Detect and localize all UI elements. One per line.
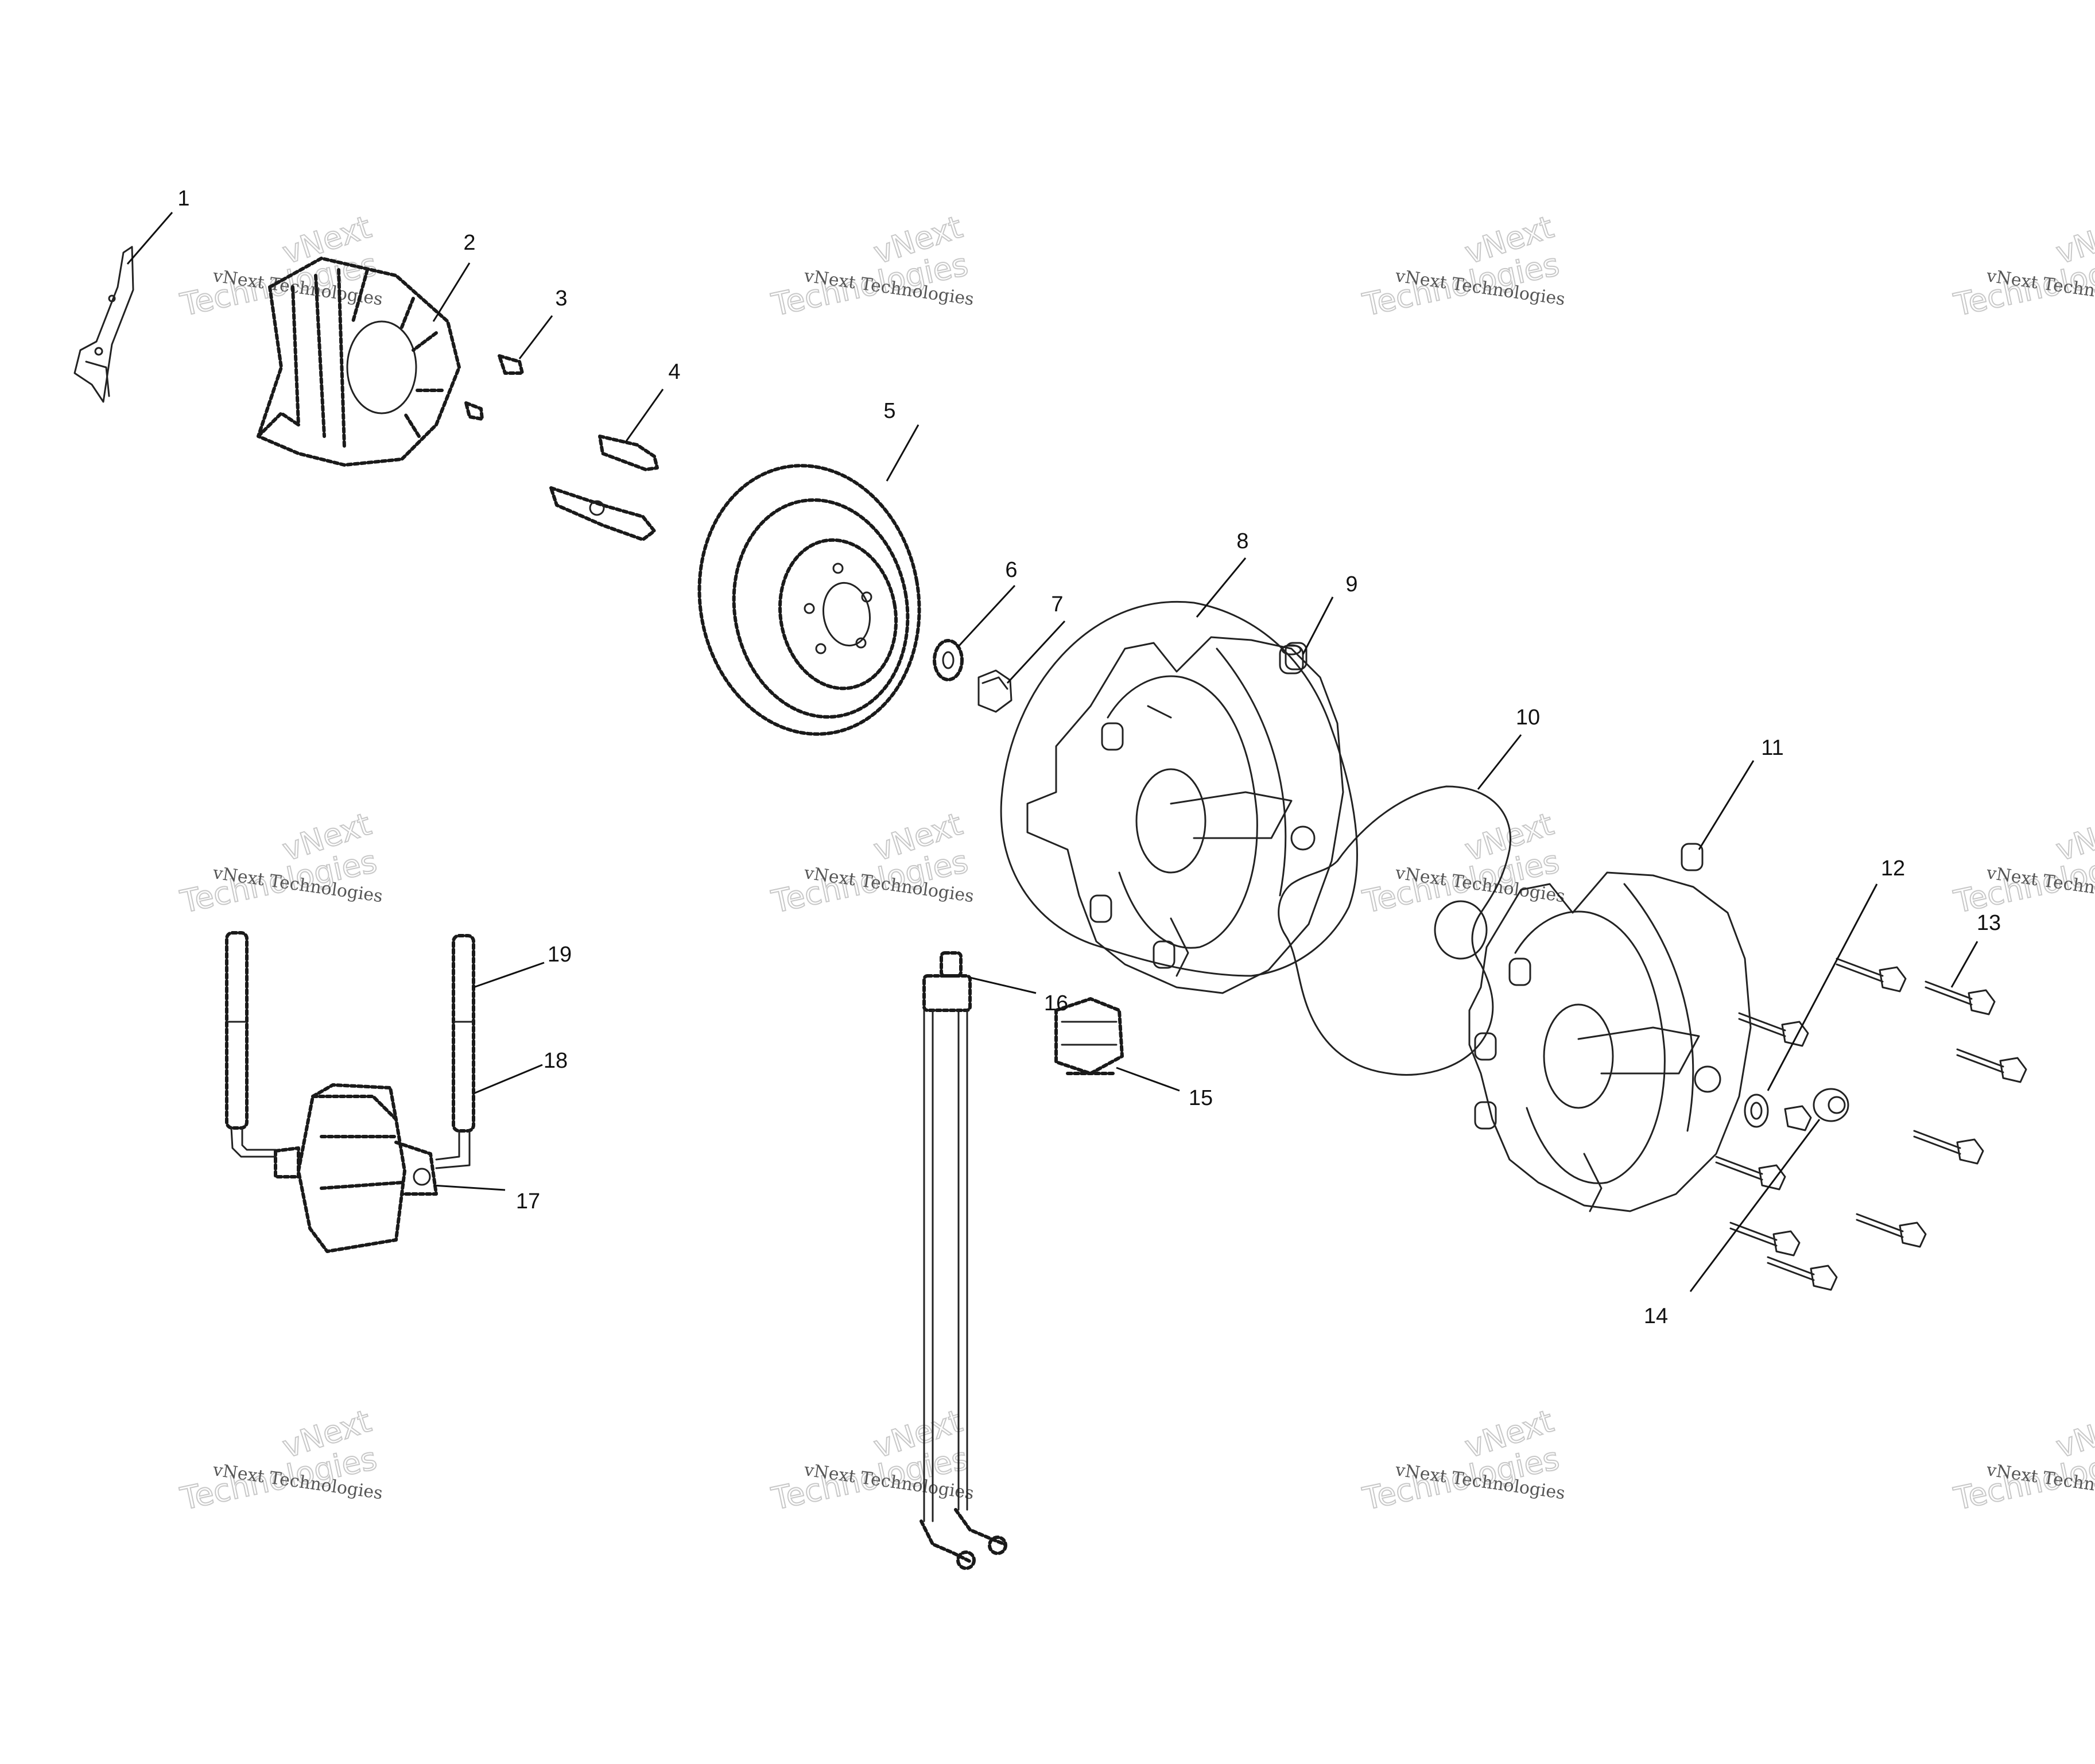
callout-4: 4	[668, 360, 680, 384]
callout-2: 2	[463, 231, 475, 255]
leader-line-19	[473, 962, 545, 988]
callout-19: 19	[548, 943, 572, 967]
leader-line-5	[886, 424, 920, 482]
part-2-stator	[257, 257, 461, 467]
leader-line-11	[1698, 760, 1755, 850]
callout-5: 5	[883, 399, 895, 423]
callout-16: 16	[1044, 991, 1068, 1015]
part-15-regulator	[1054, 997, 1124, 1075]
callout-6: 6	[1005, 558, 1017, 582]
part-13-14-bolts	[1715, 957, 2027, 1291]
leader-line-4	[624, 389, 664, 443]
leader-line-14	[1689, 1119, 1821, 1292]
part-5-flywheel	[697, 464, 921, 736]
leader-line-17	[433, 1184, 506, 1191]
callout-9: 9	[1345, 572, 1357, 596]
part-12-ring	[1744, 1094, 1769, 1128]
callout-12: 12	[1881, 856, 1905, 881]
callout-1: 1	[177, 187, 189, 211]
part-4-bolts	[549, 435, 659, 541]
part-17-coil	[274, 1083, 438, 1253]
leader-line-18	[473, 1064, 543, 1095]
part-3-screws	[464, 354, 524, 421]
part-9-dowel	[1279, 644, 1304, 674]
leader-line-2	[432, 262, 471, 322]
callout-17: 17	[516, 1189, 540, 1214]
leader-line-10	[1477, 734, 1522, 790]
leader-line-13	[1950, 941, 1978, 988]
part-1-bracket	[73, 246, 134, 403]
callout-3: 3	[555, 286, 567, 311]
part-7-nut	[977, 669, 1012, 713]
part-16-sensor-lead	[920, 951, 1007, 1570]
callout-15: 15	[1189, 1086, 1213, 1110]
leader-line-7	[1006, 620, 1066, 684]
callout-7: 7	[1051, 592, 1063, 617]
callout-11: 11	[1761, 736, 1783, 760]
part-8-gasket	[1000, 601, 1358, 977]
part-11-cover-2	[1468, 843, 1752, 1212]
part-8-cover-1	[1026, 636, 1344, 994]
callout-10: 10	[1516, 705, 1540, 730]
callout-14: 14	[1644, 1304, 1668, 1328]
leader-line-15	[1116, 1067, 1180, 1092]
part-10-gasket	[1278, 785, 1511, 1076]
callout-8: 8	[1236, 529, 1248, 553]
leader-line-3	[518, 315, 553, 359]
leader-lines	[126, 212, 1978, 1292]
part-18-19-leads	[225, 931, 475, 1169]
leader-line-1	[126, 212, 173, 265]
leader-line-6	[956, 584, 1016, 649]
leader-line-12	[1767, 883, 1878, 1091]
leader-line-9	[1302, 596, 1334, 655]
part-6-washer	[933, 639, 964, 681]
leader-line-8	[1196, 557, 1247, 618]
callout-18: 18	[544, 1049, 568, 1073]
leader-line-16	[969, 976, 1037, 994]
callout-13: 13	[1977, 911, 2001, 935]
